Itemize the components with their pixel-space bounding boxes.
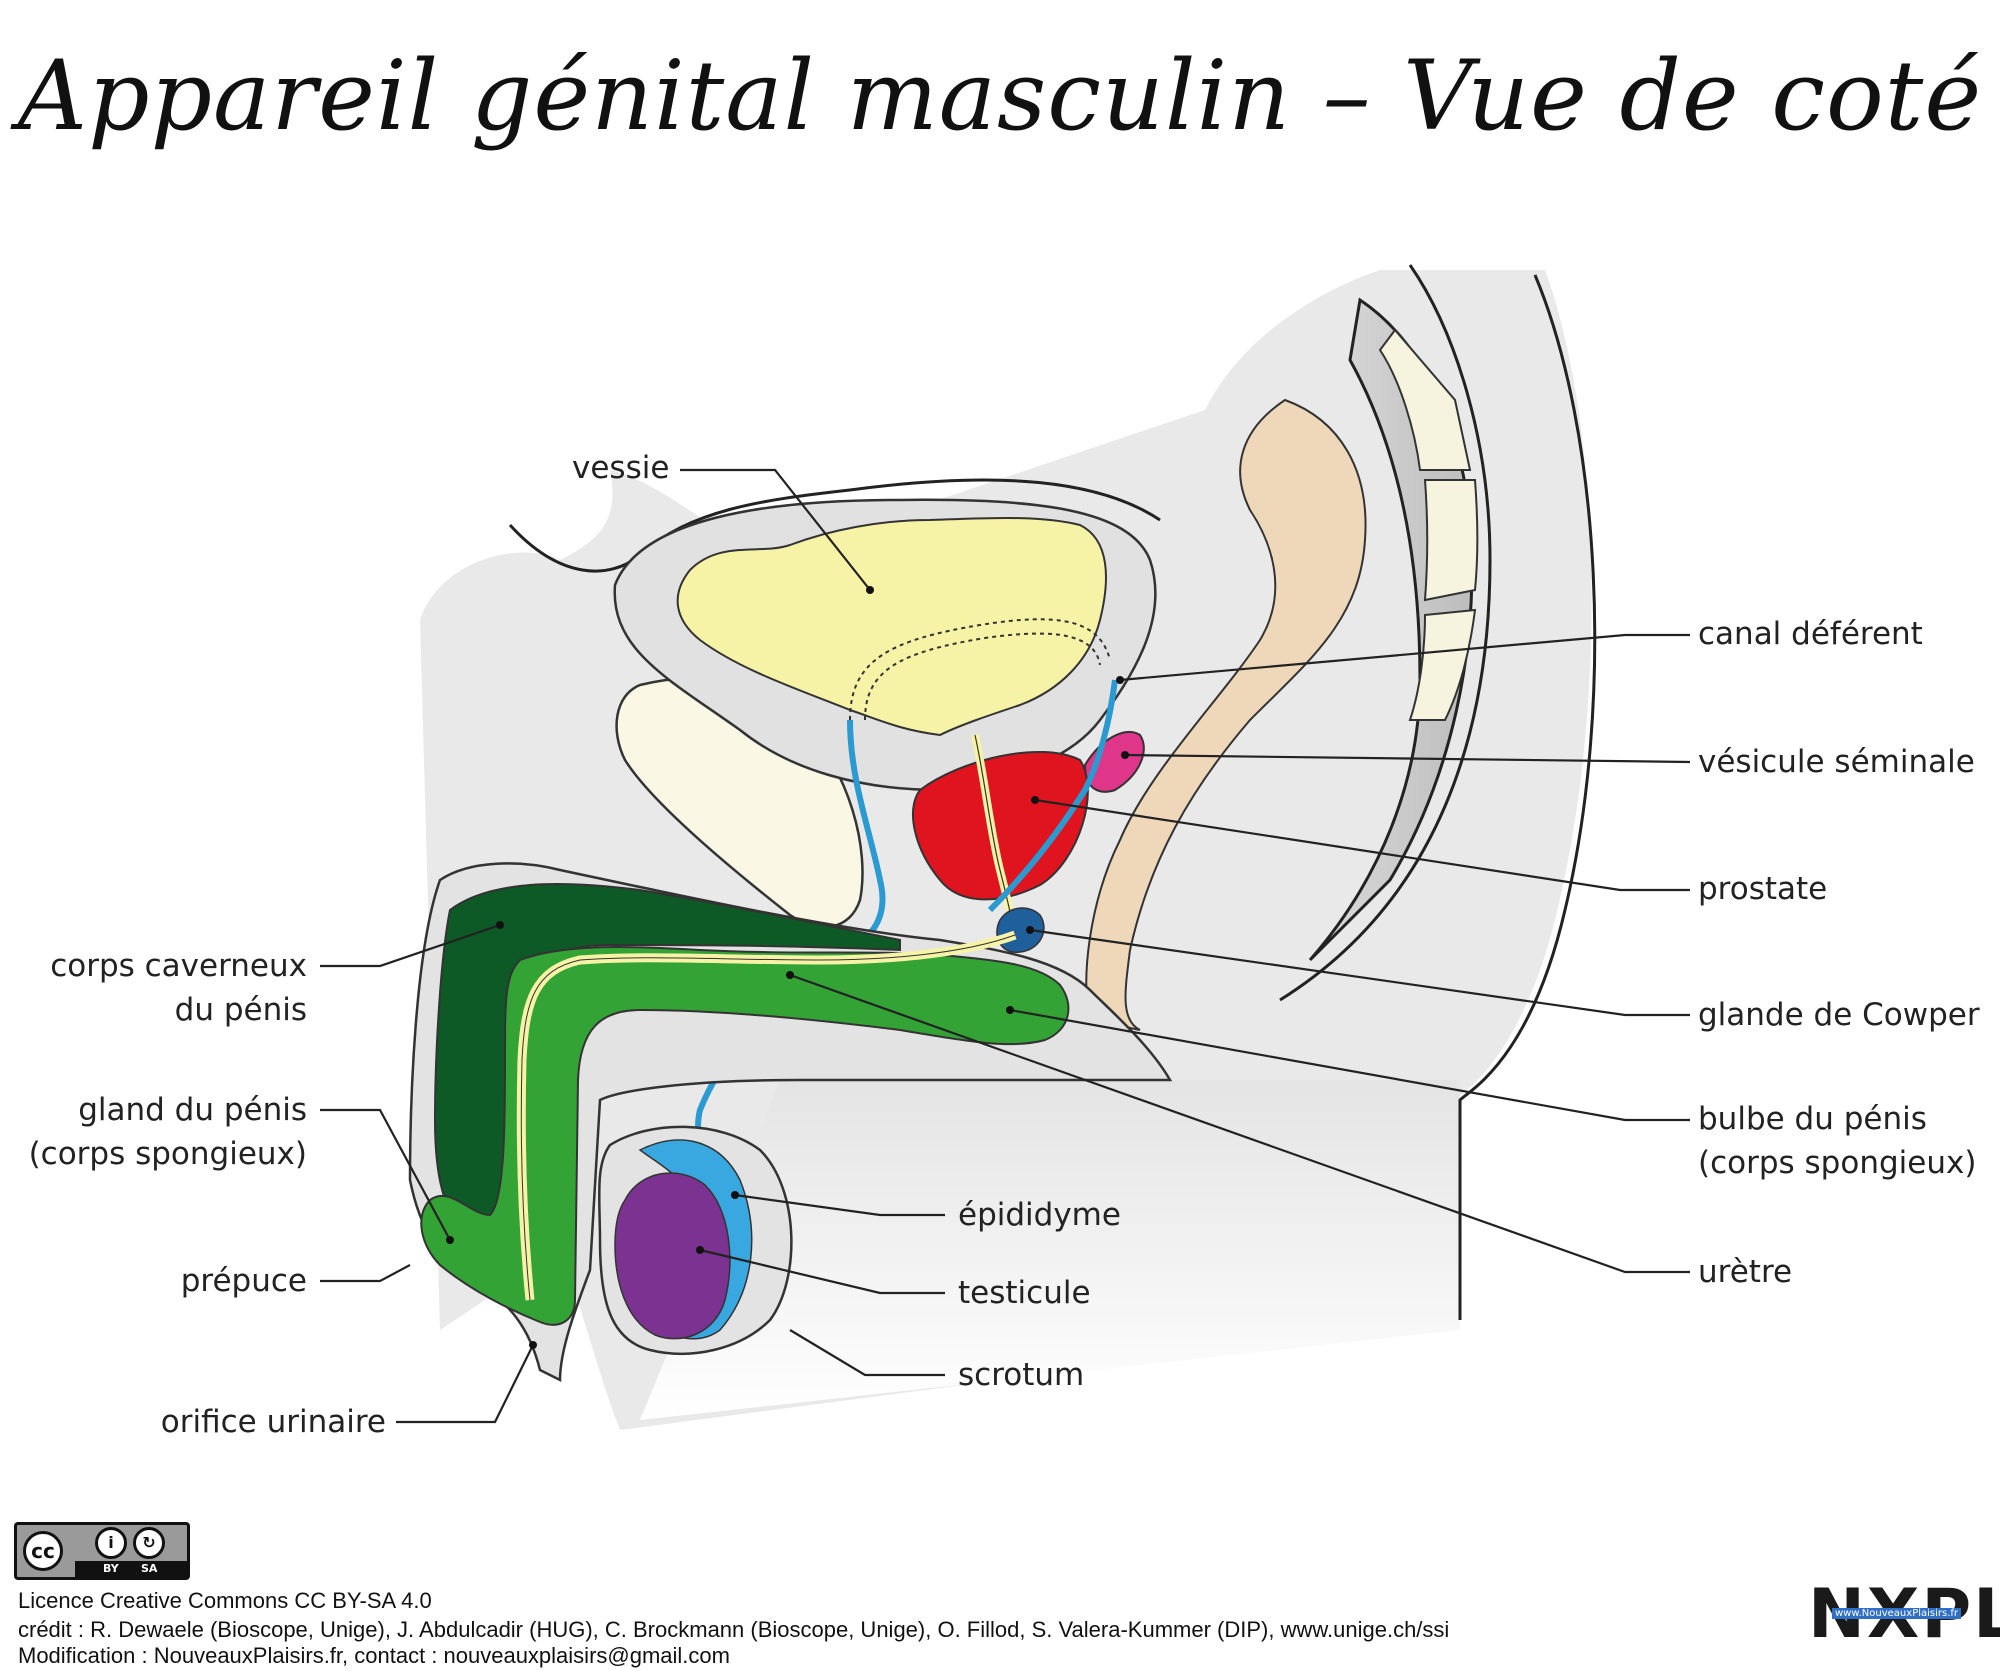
label-epididyme: épididyme [958, 1197, 1121, 1233]
label-vessie: vessie [572, 450, 670, 486]
label-vesicule-seminale: vésicule séminale [1698, 744, 1975, 780]
cc-sa-text: SA [141, 1562, 158, 1575]
rectum [1085, 398, 1367, 1031]
leader-lines [320, 468, 1691, 1424]
leader-vessie [680, 468, 871, 591]
label-bulbe-penis-2: (corps spongieux) [1698, 1145, 1977, 1181]
leader-orifice [396, 1344, 534, 1424]
leader-testicule [699, 1248, 945, 1295]
vertebra-3 [1408, 608, 1477, 721]
leader-bulbe [1009, 1008, 1690, 1122]
leader-prostate [1034, 798, 1690, 892]
leader-prepuce [320, 1264, 411, 1283]
leader-vesicule [1124, 753, 1691, 764]
canal-deferent-right [987, 679, 1118, 913]
label-uretre: urètre [1698, 1254, 1793, 1290]
prostate [912, 750, 1089, 901]
page-title: Appareil génital masculin – Vue de coté [17, 40, 1983, 152]
cc-icon: cc [23, 1531, 63, 1571]
leader-dots [446, 586, 1129, 1349]
canal-dotted [849, 618, 1111, 721]
credit-line: crédit : R. Dewaele (Bioscope, Unige), J… [18, 1617, 1450, 1642]
label-scrotum: scrotum [958, 1357, 1085, 1393]
vertebra-1 [1378, 328, 1472, 471]
abdomen-outline [508, 478, 1161, 573]
leader-scrotum [789, 1329, 945, 1377]
vertebra-2 [1423, 479, 1479, 602]
leader-uretre [789, 973, 1690, 1274]
bladder [676, 516, 1107, 737]
cc-license-badge: cc i ↻ BY SA [14, 1522, 190, 1580]
cc-by-text: BY [103, 1562, 119, 1575]
license-line: Licence Creative Commons CC BY-SA 4.0 [18, 1588, 432, 1613]
label-bulbe-penis-1: bulbe du pénis [1698, 1101, 1927, 1137]
leader-cowper [1029, 928, 1690, 1017]
sa-icon: ↻ [133, 1527, 165, 1559]
modification-line: Modification : NouveauxPlaisirs.fr, cont… [18, 1643, 730, 1668]
label-corps-caverneux-2: du pénis [174, 992, 307, 1028]
label-prepuce: prépuce [180, 1263, 307, 1299]
label-glande-cowper: glande de Cowper [1698, 997, 1980, 1033]
leader-canal [1119, 633, 1690, 682]
canal-dotted-2 [864, 632, 1101, 721]
label-testicule: testicule [958, 1275, 1091, 1311]
label-canal-deferent: canal déférent [1698, 616, 1923, 652]
leader-corps-caverneux [320, 923, 501, 968]
leader-epididyme [734, 1193, 945, 1217]
label-gland-2: (corps spongieux) [28, 1136, 307, 1172]
nxpl-logo-url: www.NouveauxPlaisirs.fr [1832, 1608, 1962, 1619]
label-orifice: orifice urinaire [160, 1404, 386, 1440]
cc-band: BY SA [75, 1561, 187, 1577]
by-icon: i [95, 1527, 127, 1559]
testicule [614, 1172, 731, 1340]
label-corps-caverneux-1: corps caverneux [50, 948, 307, 984]
back-outline [1458, 274, 1597, 1320]
label-gland-1: gland du pénis [78, 1092, 307, 1128]
urethra-penis-edge [520, 934, 1016, 1301]
spine-curve [1279, 264, 1492, 1002]
lower-fade [640, 1080, 1460, 1420]
leader-gland [320, 1108, 451, 1241]
label-prostate: prostate [1698, 871, 1828, 907]
